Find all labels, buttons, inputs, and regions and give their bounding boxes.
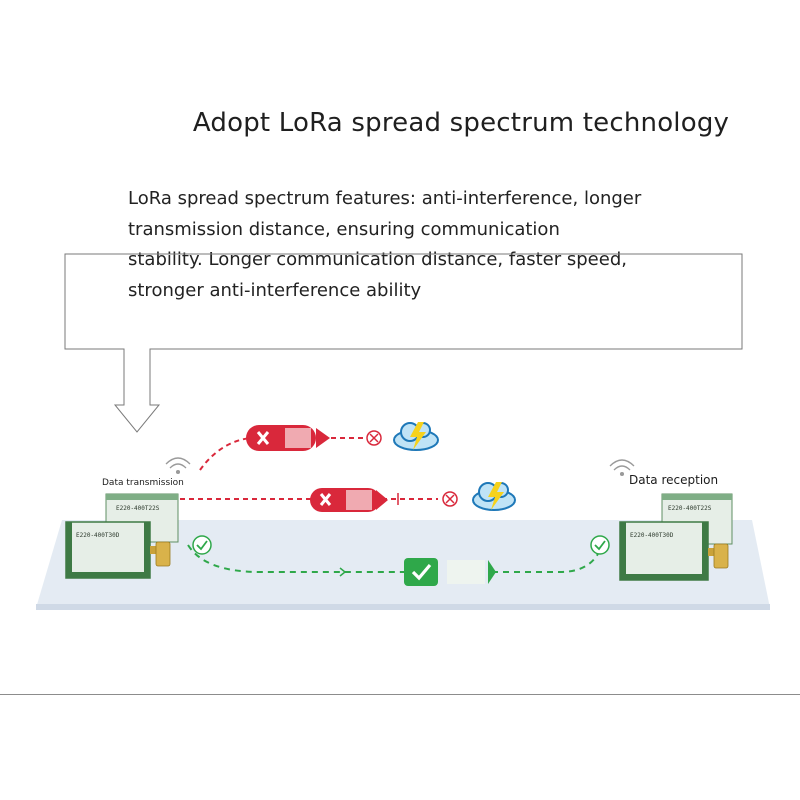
antenna-icon: [150, 541, 171, 567]
circle-check-icon: [192, 535, 212, 555]
lora-module-right-large: [619, 521, 709, 581]
antenna-icon: [708, 543, 729, 569]
cloud-lightning-icon: [393, 422, 439, 451]
module-model-label: E220-400T22S: [116, 505, 160, 512]
description-line: stronger anti-interference ability: [128, 279, 422, 301]
description-line: transmission distance, ensuring communic…: [128, 218, 560, 240]
platform: [36, 520, 770, 608]
wifi-icon: [165, 457, 191, 475]
divider: [0, 694, 800, 695]
data-transmission-label: Data transmission: [102, 478, 184, 488]
circle-x-icon: [442, 491, 458, 507]
description-line: LoRa spread spectrum features: anti-inte…: [128, 188, 642, 209]
circle-check-icon: [590, 535, 610, 555]
cross-badge-icon: [246, 425, 330, 451]
lora-module-left-large: [65, 521, 151, 579]
module-model-label: E220-400T30D: [630, 532, 674, 539]
module-model-label: E220-400T30D: [76, 532, 120, 539]
callout-box: [64, 253, 743, 433]
description: LoRa spread spectrum features: anti-inte…: [128, 184, 708, 306]
cross-badge-icon: [310, 488, 388, 512]
failed-path-upper: [199, 437, 251, 471]
wifi-icon: [609, 459, 635, 477]
platform-edge: [36, 604, 770, 610]
module-model-label: E220-400T22S: [668, 505, 712, 512]
success-path: [187, 544, 404, 573]
circle-x-icon: [366, 430, 382, 446]
check-badge-icon: [404, 558, 496, 586]
data-reception-label: Data reception: [629, 473, 719, 487]
chevron-right-icon: [339, 567, 347, 577]
page-title: Adopt LoRa spread spectrum technology: [192, 108, 730, 138]
cloud-lightning-icon: [472, 482, 516, 511]
